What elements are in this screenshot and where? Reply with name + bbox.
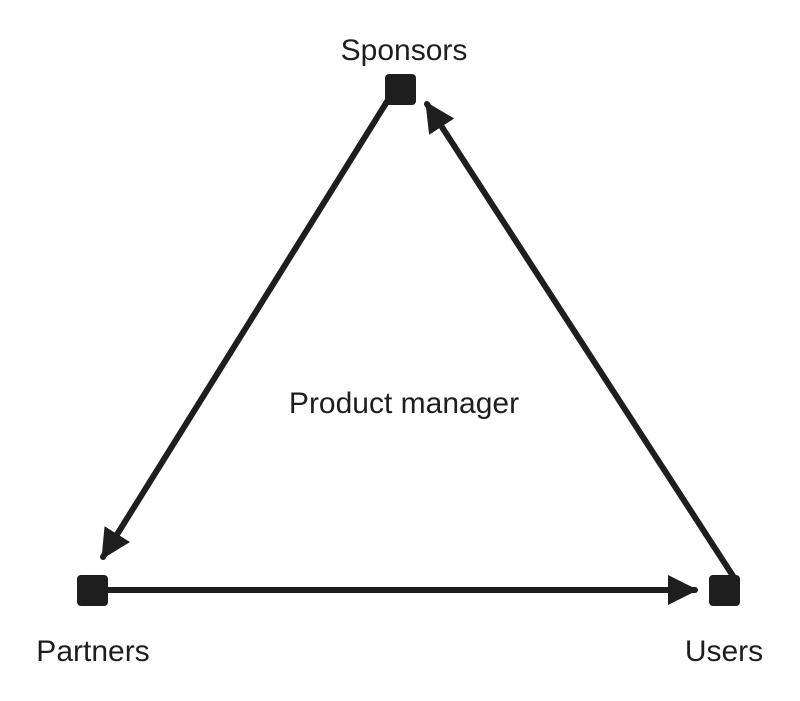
edge-sponsors-to-partners [100,97,391,560]
node-sponsors-marker [385,74,416,105]
node-partners-label: Partners [36,635,150,668]
node-partners-marker [77,575,108,606]
node-sponsors-label: Sponsors [340,34,468,67]
edge-users-to-sponsors [424,101,736,579]
center-label-product-manager: Product manager [288,387,520,420]
node-users-marker [709,575,740,606]
node-users-label: Users [684,635,764,668]
